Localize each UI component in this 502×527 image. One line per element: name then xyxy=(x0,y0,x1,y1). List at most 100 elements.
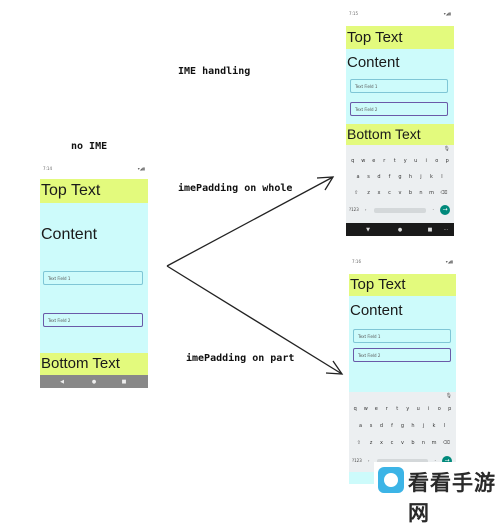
period-key[interactable]: . xyxy=(432,206,434,212)
ime-padding-part-label: imePadding on part xyxy=(186,353,295,364)
key-o[interactable]: o xyxy=(435,158,439,164)
key-n[interactable]: n xyxy=(419,190,423,196)
key-i[interactable]: i xyxy=(425,158,427,164)
key-b[interactable]: b xyxy=(411,440,415,446)
enter-key[interactable]: → xyxy=(442,456,452,466)
key-g[interactable]: g xyxy=(400,423,405,429)
text-field-2[interactable]: Text Field 2 xyxy=(350,102,448,116)
space-bar[interactable] xyxy=(377,459,428,464)
shift-key[interactable]: ⇧ xyxy=(354,190,359,196)
mic-icon[interactable]: 🎙 xyxy=(443,146,450,152)
key-q[interactable]: q xyxy=(353,406,357,412)
top-text: Top Text xyxy=(349,274,456,296)
key-j[interactable]: j xyxy=(420,174,422,180)
watermark-text: 看看手游网 xyxy=(408,471,496,525)
key-x[interactable]: x xyxy=(377,190,381,196)
text-field-1[interactable]: Text Field 1 xyxy=(353,329,451,343)
key-s[interactable]: s xyxy=(369,423,373,429)
key-l[interactable]: l xyxy=(441,174,443,180)
text-field-1[interactable]: Text Field 1 xyxy=(350,79,448,93)
top-text: Top Text xyxy=(40,179,148,203)
key-v[interactable]: v xyxy=(401,440,404,446)
key-e[interactable]: e xyxy=(372,158,376,164)
key-w[interactable]: w xyxy=(361,158,366,164)
key-y[interactable]: y xyxy=(406,406,410,412)
backspace-key[interactable]: ⌫ xyxy=(440,190,448,196)
key-x[interactable]: x xyxy=(380,440,383,446)
key-z[interactable]: z xyxy=(367,190,370,196)
key-q[interactable]: q xyxy=(351,158,355,164)
key-k[interactable]: k xyxy=(430,174,433,180)
key-b[interactable]: b xyxy=(408,190,413,196)
no-ime-label: no IME xyxy=(71,141,108,152)
key-h[interactable]: h xyxy=(411,423,415,429)
key-f[interactable]: f xyxy=(391,423,393,429)
key-r[interactable]: r xyxy=(385,406,388,412)
content-text: Content xyxy=(41,226,98,243)
key-e[interactable]: e xyxy=(374,406,378,412)
recents-icon[interactable]: ■ xyxy=(427,226,433,233)
recents-icon[interactable]: ■ xyxy=(121,378,127,385)
nav-bar: ▼ ● ■ ⋯ xyxy=(346,223,454,236)
shift-key[interactable]: ⇧ xyxy=(356,440,361,446)
watermark-logo-icon xyxy=(378,467,404,493)
phone-ime-padding-whole: 7:15 ▾◢▮ Top Text Content Text Field 1 T… xyxy=(346,10,454,236)
key-l[interactable]: l xyxy=(443,423,446,429)
key-d[interactable]: d xyxy=(377,174,381,180)
key-v[interactable]: v xyxy=(398,190,402,196)
space-bar[interactable] xyxy=(374,208,426,213)
key-u[interactable]: u xyxy=(414,158,418,164)
key-n[interactable]: n xyxy=(421,440,426,446)
key-m[interactable]: m xyxy=(431,440,437,446)
key-t[interactable]: t xyxy=(396,406,399,412)
top-text: Top Text xyxy=(346,26,454,49)
key-i[interactable]: i xyxy=(428,406,430,412)
bottom-text: Bottom Text xyxy=(40,353,148,375)
keyboard-toolbar: 🎙 xyxy=(349,392,456,401)
key-t[interactable]: t xyxy=(393,158,396,164)
key-o[interactable]: o xyxy=(437,406,441,412)
key-f[interactable]: f xyxy=(388,174,391,180)
key-k[interactable]: k xyxy=(432,423,436,429)
home-icon[interactable]: ● xyxy=(397,226,403,233)
key-d[interactable]: d xyxy=(379,423,384,429)
home-icon[interactable]: ● xyxy=(91,378,97,385)
status-bar: 7:16 ▾◢▮ xyxy=(349,258,456,274)
mic-icon[interactable]: 🎙 xyxy=(445,393,452,399)
text-field-1[interactable]: Text Field 1 xyxy=(43,271,143,285)
numbers-key[interactable]: ?123 xyxy=(349,207,359,212)
key-w[interactable]: w xyxy=(363,406,368,412)
key-a[interactable]: a xyxy=(356,174,360,180)
key-u[interactable]: u xyxy=(416,406,420,412)
key-s[interactable]: s xyxy=(367,174,370,180)
back-icon[interactable]: ◀ xyxy=(60,378,64,385)
key-a[interactable]: a xyxy=(358,423,363,429)
status-bar: 7:14 ▾◢▮ xyxy=(40,165,148,179)
numbers-key[interactable]: ?123 xyxy=(352,458,362,463)
key-c[interactable]: c xyxy=(390,440,394,446)
bottom-text: Bottom Text xyxy=(346,124,454,145)
key-g[interactable]: g xyxy=(398,174,402,180)
keyboard-switch-icon[interactable]: ⋯ xyxy=(443,226,449,233)
key-h[interactable]: h xyxy=(408,174,413,180)
period-key[interactable]: . xyxy=(434,457,436,463)
enter-key[interactable]: → xyxy=(440,205,450,215)
key-c[interactable]: c xyxy=(388,190,391,196)
comma-key[interactable]: , xyxy=(365,206,367,212)
key-r[interactable]: r xyxy=(383,158,386,164)
key-m[interactable]: m xyxy=(429,190,434,196)
key-p[interactable]: p xyxy=(445,158,449,164)
key-j[interactable]: j xyxy=(422,423,425,429)
key-z[interactable]: z xyxy=(369,440,373,446)
status-time: 7:16 xyxy=(352,259,361,264)
backspace-key[interactable]: ⌫ xyxy=(442,440,450,446)
key-y[interactable]: y xyxy=(403,158,407,164)
key-p[interactable]: p xyxy=(448,406,452,412)
keyboard-row-2: a s d f g h j k l xyxy=(346,174,454,180)
text-field-2[interactable]: Text Field 2 xyxy=(353,348,451,362)
text-field-2[interactable]: Text Field 2 xyxy=(43,313,143,327)
phone-no-ime: 7:14 ▾◢▮ Top Text Content Text Field 1 T… xyxy=(40,165,148,388)
keyboard-bottom-row: ?123 , . → xyxy=(346,205,454,217)
hide-keyboard-icon[interactable]: ▼ xyxy=(366,226,370,233)
comma-key[interactable]: , xyxy=(368,457,370,463)
